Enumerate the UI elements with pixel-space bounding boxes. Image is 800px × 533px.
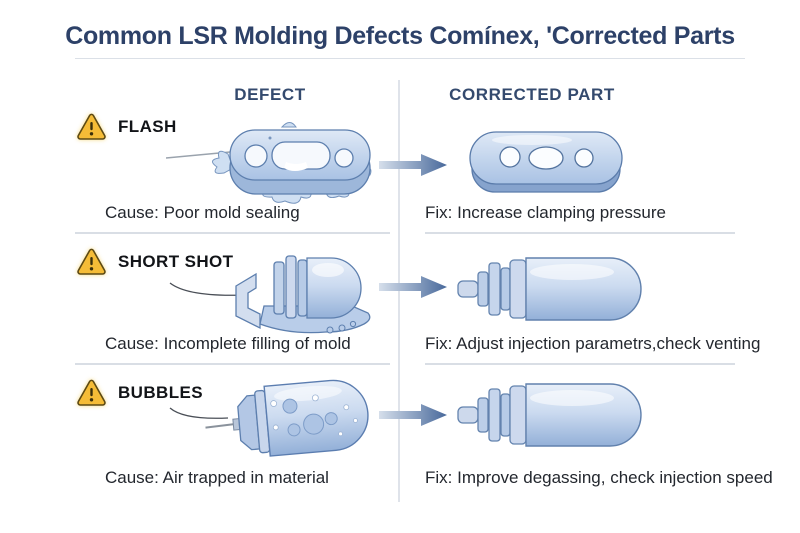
row-divider — [75, 363, 390, 365]
row-divider — [75, 232, 390, 234]
warning-triangle-icon — [77, 248, 106, 275]
short-shot-defect-illustration — [235, 255, 371, 334]
cause-text-flash: Cause: Poor mold sealing — [105, 203, 300, 222]
leader-line — [169, 282, 245, 296]
leader-line — [169, 407, 229, 419]
page-title: Common LSR Molding Defects Comínex, 'Cor… — [65, 22, 735, 50]
bubbles-corrected-illustration — [457, 383, 642, 447]
title-underline — [75, 58, 745, 59]
right-arrow-icon — [379, 154, 447, 176]
column-header-defect: DEFECT — [234, 85, 306, 104]
warning-triangle-icon — [77, 113, 106, 140]
bubbles-defect-illustration — [205, 379, 369, 457]
flash-corrected-illustration — [469, 131, 623, 193]
fix-text-bubbles: Fix: Improve degassing, check injection … — [425, 468, 773, 487]
cause-text-short-shot: Cause: Incomplete filling of mold — [105, 334, 351, 353]
defect-label-bubbles: BUBBLES — [118, 383, 203, 402]
fix-text-flash: Fix: Increase clamping pressure — [425, 203, 666, 222]
column-header-corrected: CORRECTED PART — [449, 85, 615, 104]
row-divider — [425, 363, 735, 365]
flash-defect-illustration — [166, 122, 372, 204]
right-arrow-icon — [379, 404, 447, 426]
short-shot-corrected-illustration — [457, 257, 642, 321]
defect-label-flash: FLASH — [118, 117, 177, 136]
fix-text-short-shot: Fix: Adjust injection parametrs,check ve… — [425, 334, 761, 353]
warning-triangle-icon — [77, 379, 106, 406]
row-divider — [425, 232, 735, 234]
cause-text-bubbles: Cause: Air trapped in material — [105, 468, 329, 487]
right-arrow-icon — [379, 276, 447, 298]
defect-label-short-shot: SHORT SHOT — [118, 252, 234, 271]
